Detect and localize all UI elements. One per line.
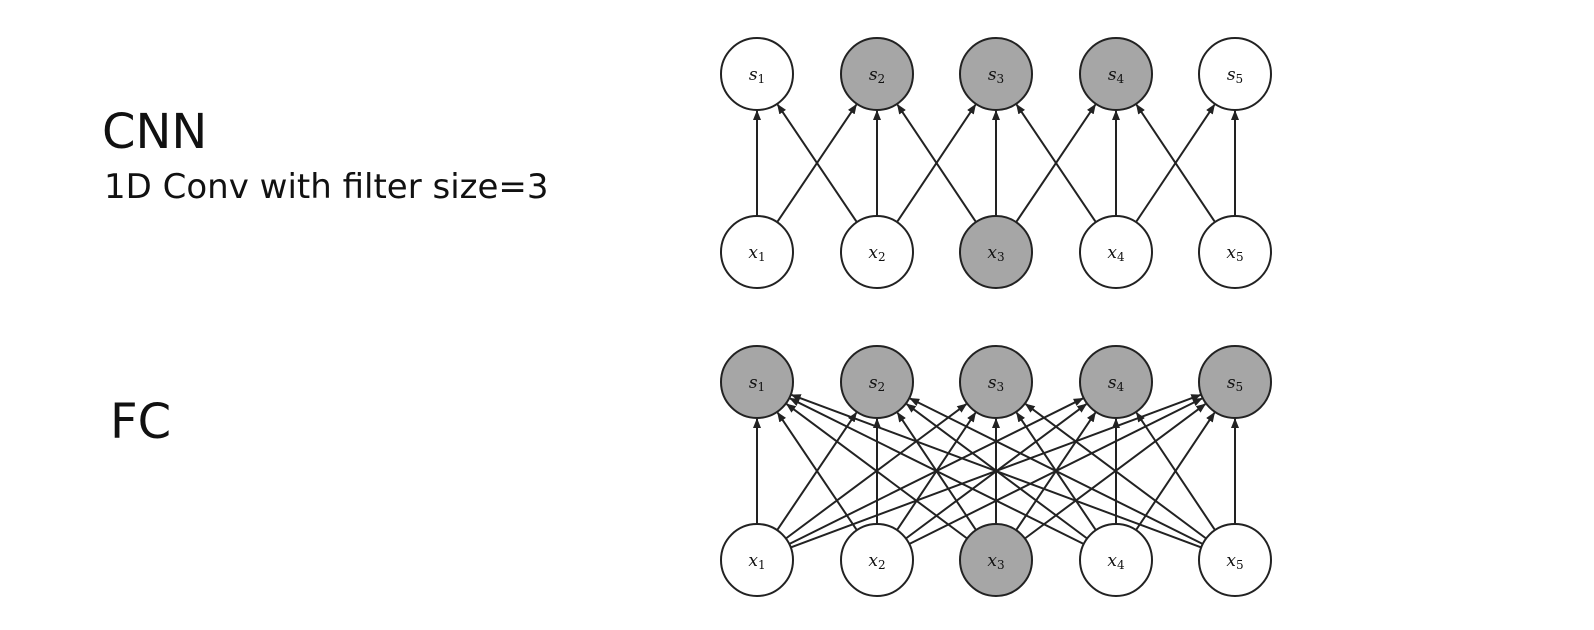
- fc-output-node-s4: s4: [1079, 345, 1153, 419]
- cnn-input-node-x5: x5: [1198, 215, 1272, 289]
- cnn-edge-x3-to-s2: [896, 103, 977, 223]
- fc-output-node-s2: s2: [840, 345, 914, 419]
- fc-edge-x5-to-s3: [1024, 403, 1207, 540]
- fc-edge-x5-to-s1: [790, 393, 1202, 549]
- svg-text:x1: x1: [748, 243, 765, 264]
- fc-title: FC: [110, 394, 172, 450]
- svg-text:s1: s1: [749, 65, 765, 86]
- cnn-output-node-s3: s3: [959, 37, 1033, 111]
- fc-input-node-x3: x3: [959, 523, 1033, 597]
- svg-text:x1: x1: [748, 551, 765, 572]
- svg-text:x5: x5: [1226, 551, 1243, 572]
- cnn-output-node-s4: s4: [1079, 37, 1153, 111]
- cnn-edge-x5-to-s4: [1135, 103, 1216, 223]
- svg-text:x5: x5: [1226, 243, 1243, 264]
- svg-text:s2: s2: [869, 373, 885, 394]
- cnn-input-node-x4: x4: [1079, 215, 1153, 289]
- cnn-edge-x4-to-s3: [1015, 103, 1097, 223]
- svg-text:s3: s3: [988, 65, 1004, 86]
- cnn-title: CNN: [102, 104, 208, 160]
- svg-text:s4: s4: [1108, 65, 1125, 86]
- fc-input-node-x1: x1: [720, 523, 794, 597]
- svg-text:s4: s4: [1108, 373, 1125, 394]
- cnn-subtitle: 1D Conv with filter size=3: [104, 167, 549, 207]
- fc-edge-x5-to-s2: [909, 397, 1204, 545]
- svg-text:s2: s2: [869, 65, 885, 86]
- svg-text:x3: x3: [987, 551, 1004, 572]
- svg-text:s1: s1: [749, 373, 765, 394]
- svg-text:x4: x4: [1107, 243, 1125, 264]
- svg-text:s5: s5: [1227, 373, 1243, 394]
- cnn-output-node-s2: s2: [840, 37, 914, 111]
- fc-input-node-x5: x5: [1198, 523, 1272, 597]
- fc-input-node-x4: x4: [1079, 523, 1153, 597]
- fc-output-node-s3: s3: [959, 345, 1033, 419]
- svg-text:x4: x4: [1107, 551, 1125, 572]
- svg-text:s5: s5: [1227, 65, 1243, 86]
- svg-text:x2: x2: [868, 551, 885, 572]
- svg-text:s3: s3: [988, 373, 1004, 394]
- fc-input-node-x2: x2: [840, 523, 914, 597]
- cnn-edge-x2-to-s1: [776, 103, 858, 223]
- cnn-input-node-x3: x3: [959, 215, 1033, 289]
- cnn-output-node-s5: s5: [1198, 37, 1272, 111]
- fc-output-node-s5: s5: [1198, 345, 1272, 419]
- svg-text:x3: x3: [987, 243, 1004, 264]
- fc-edge-x4-to-s1: [789, 397, 1085, 545]
- fc-edge-x2-to-s1: [776, 411, 858, 531]
- cnn-output-node-s1: s1: [720, 37, 794, 111]
- cnn-input-node-x2: x2: [840, 215, 914, 289]
- cnn-input-node-x1: x1: [720, 215, 794, 289]
- svg-text:x2: x2: [868, 243, 885, 264]
- fc-edge-x3-to-s1: [785, 403, 968, 540]
- fc-output-node-s1: s1: [720, 345, 794, 419]
- fc-edge-x5-to-s4: [1135, 411, 1216, 531]
